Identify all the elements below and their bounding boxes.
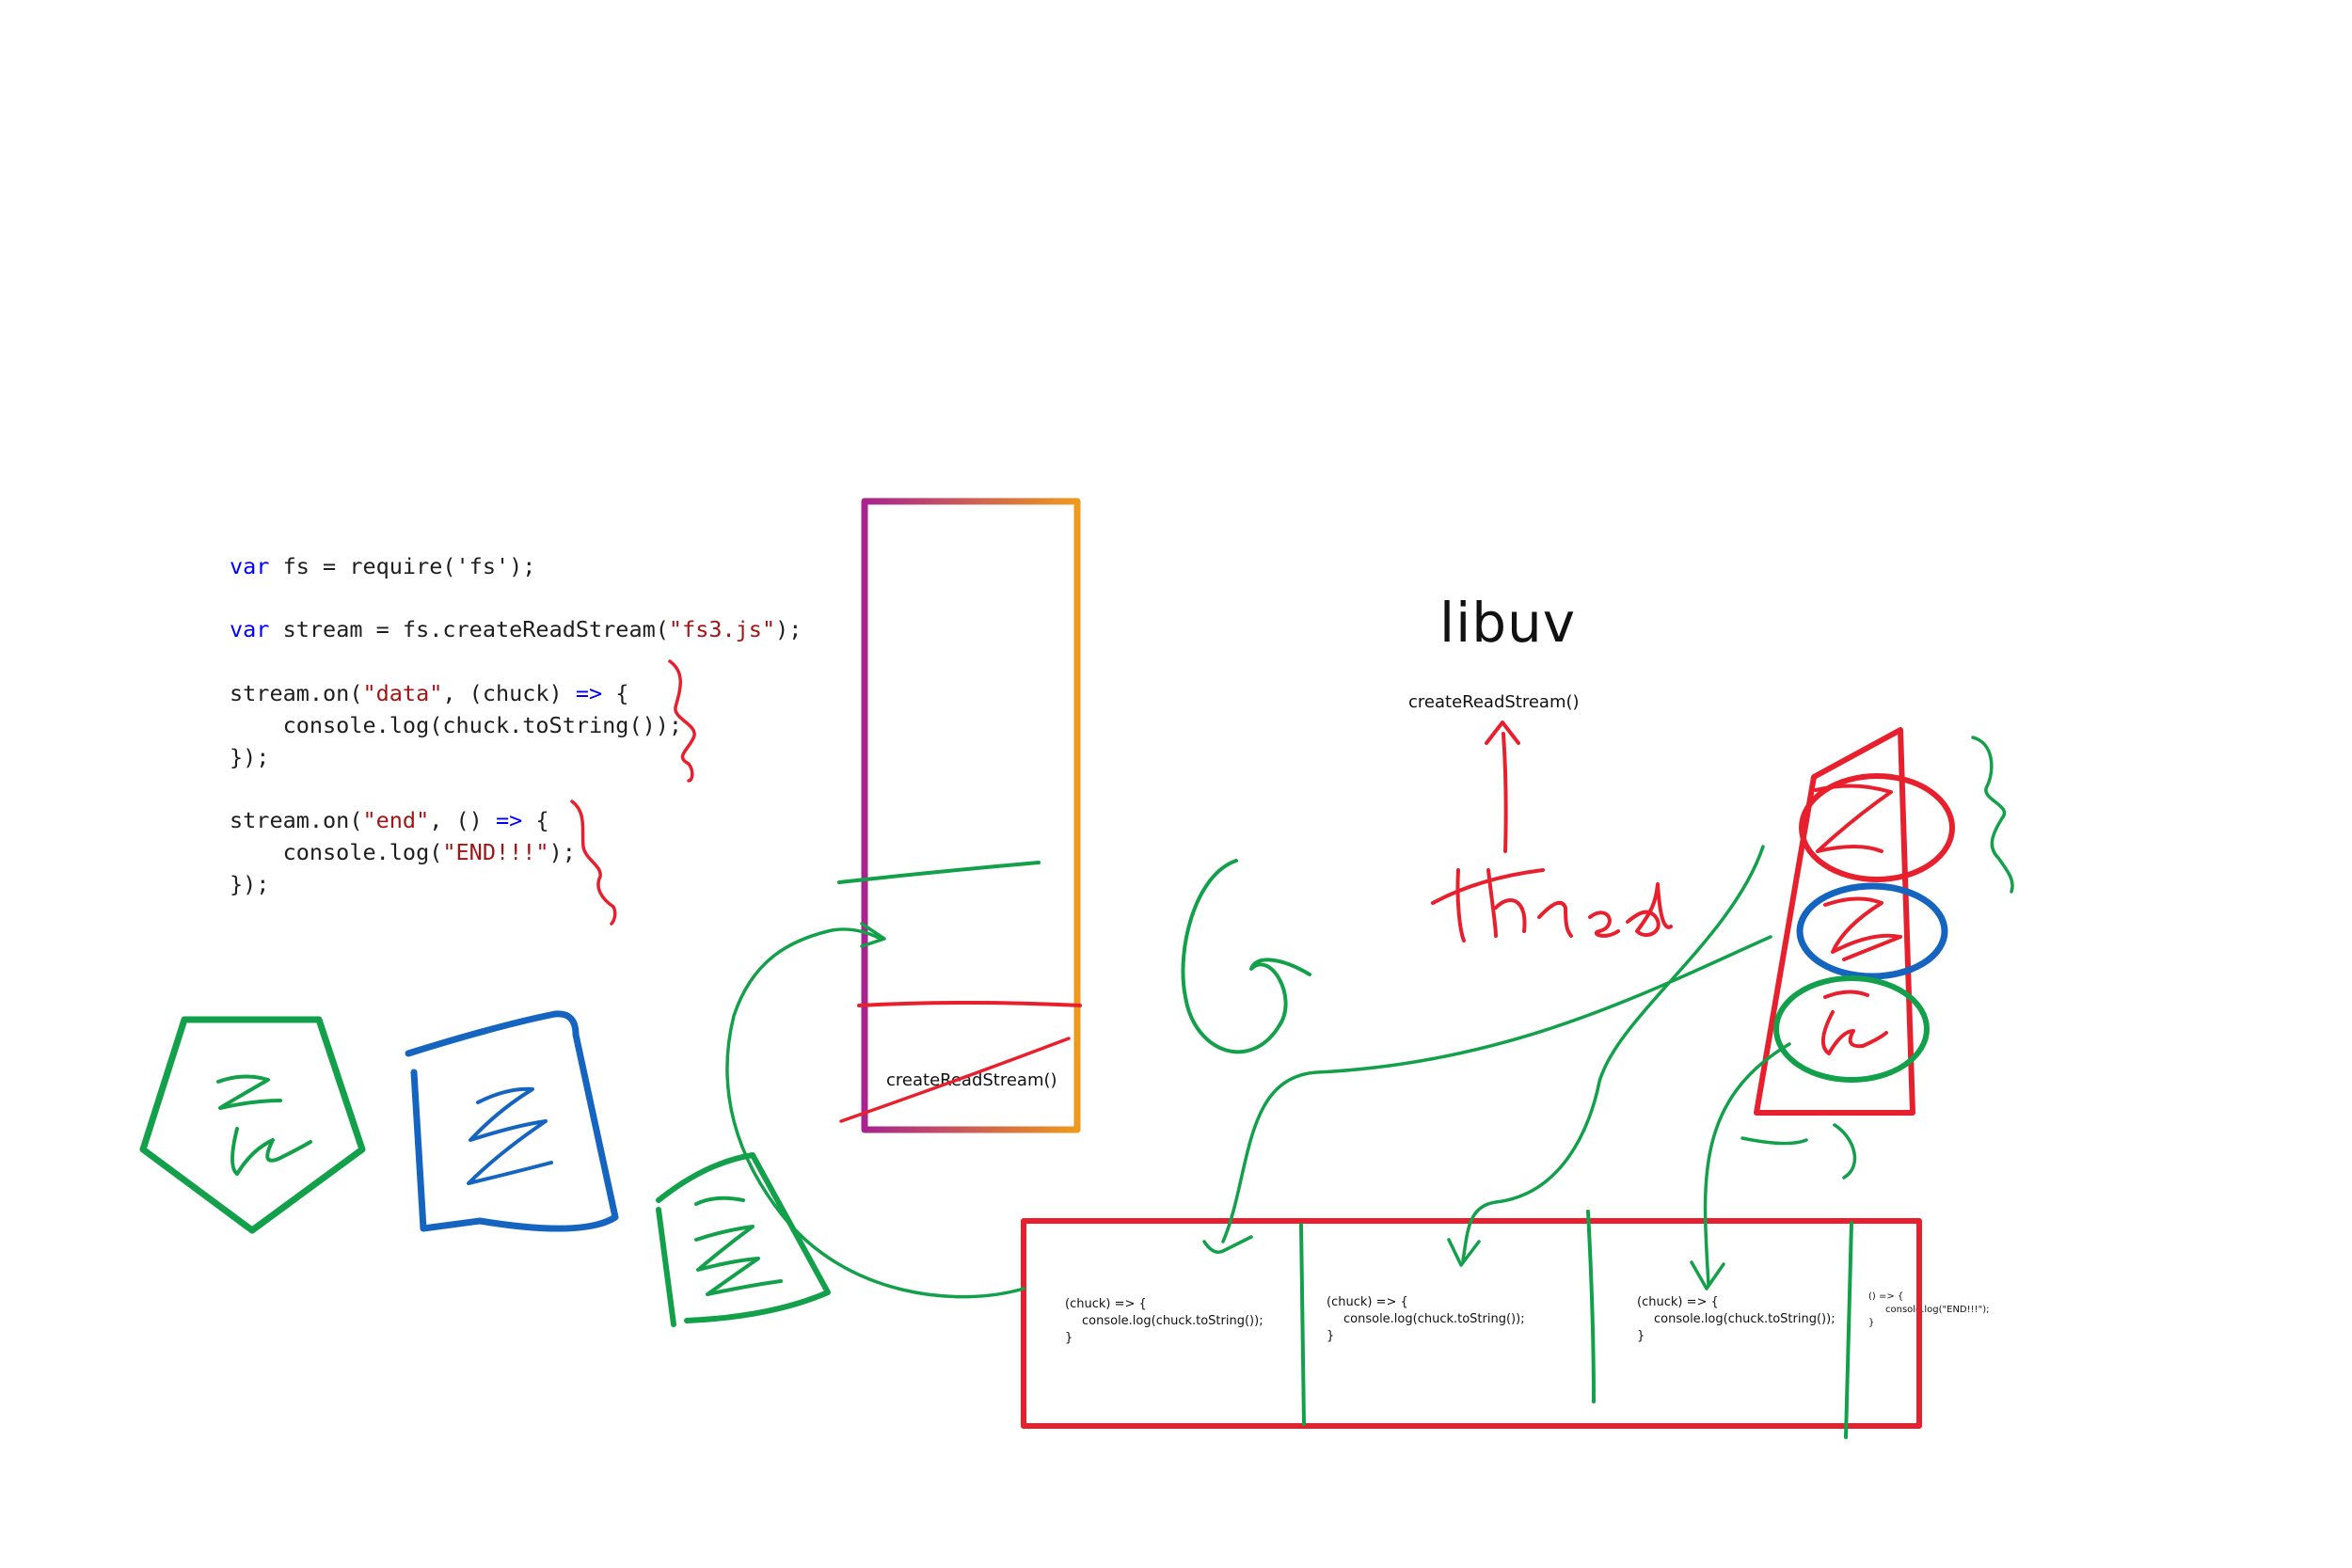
worker-thread-2-circle xyxy=(1796,882,1948,980)
code-text: fs = require('fs'); xyxy=(269,553,536,579)
callback-close: } xyxy=(1637,1329,1645,1343)
pentagon-scribble xyxy=(216,1074,312,1176)
string-literal: "end" xyxy=(362,807,430,833)
call-stack-box xyxy=(861,498,1081,1133)
string-literal: "fs3.js" xyxy=(668,616,776,642)
worker-3-scribble xyxy=(1821,990,1888,1055)
queue-divider-3 xyxy=(1844,1221,1853,1439)
worker-2-scribble xyxy=(1823,896,1902,961)
code-line-5: }); xyxy=(230,744,270,770)
thread-pool-column xyxy=(1754,727,1915,1116)
code-text: stream.on( xyxy=(230,807,363,833)
thread-pool-brace xyxy=(1971,736,2014,894)
blue-card-scribble xyxy=(467,1086,553,1185)
callback-body: console.log(chuck.toString()); xyxy=(1343,1312,1525,1326)
code-text: , (chuck) xyxy=(442,680,576,706)
arrow-head xyxy=(860,922,886,948)
arrow-operator: => xyxy=(495,807,523,833)
arrow-head xyxy=(1447,1238,1481,1267)
stack-strike-red xyxy=(839,1037,1071,1123)
code-line-2: var stream = fs.createReadStream("fs3.js… xyxy=(230,614,802,645)
libuv-label: libuv xyxy=(1439,591,1577,655)
callback-head: (chuck) => { xyxy=(1637,1295,1719,1309)
thread-pool-arrow xyxy=(1740,1123,1857,1180)
code-text: , () xyxy=(429,807,496,833)
code-line-4: console.log(chuck.toString()); xyxy=(230,712,683,738)
code-text: ); xyxy=(775,616,803,642)
callback-close: } xyxy=(1868,1318,1875,1328)
arrow-operator: => xyxy=(575,680,603,706)
queue-divider-1 xyxy=(1299,1223,1306,1426)
callback-close: } xyxy=(1065,1331,1073,1345)
thread-arrow-head xyxy=(1485,721,1520,745)
callback-body: console.log("END!!!"); xyxy=(1885,1305,1990,1315)
code-line-6: stream.on("end", () => { xyxy=(230,805,549,836)
libuv-call-label: createReadStream() xyxy=(1408,692,1580,712)
code-text: console.log( xyxy=(230,839,443,865)
thread-up-arrow xyxy=(1502,732,1508,853)
thread-handwriting xyxy=(1431,868,1673,942)
string-literal: "data" xyxy=(362,680,443,706)
green-pentagon-callback xyxy=(139,1016,366,1234)
keyword: var xyxy=(230,553,270,579)
green-card-scribble xyxy=(694,1196,783,1296)
arrow-head xyxy=(1690,1260,1725,1291)
queue-slot-2-text: (chuck) => { console.log(chuck.toString()… xyxy=(1327,1294,1525,1345)
keyword: var xyxy=(230,616,270,642)
worker-thread-3-circle xyxy=(1773,975,1930,1083)
code-text: ); xyxy=(548,839,576,865)
code-text: stream.on( xyxy=(230,680,363,706)
stack-divider-green xyxy=(837,861,1041,884)
code-line-8: }); xyxy=(230,871,270,897)
thread-2-to-queue-arrow xyxy=(1461,845,1765,1262)
queue-slot-3-text: (chuck) => { console.log(chuck.toString()… xyxy=(1637,1294,1836,1345)
code-text: stream = fs.createReadStream( xyxy=(269,616,669,642)
worker-thread-1-circle xyxy=(1799,773,1955,882)
code-text: { xyxy=(522,807,549,833)
thread-1-to-queue-arrow xyxy=(1221,935,1772,1243)
callback-head: (chuck) => { xyxy=(1065,1297,1147,1311)
code-text: { xyxy=(602,680,629,706)
blue-card-callback xyxy=(405,1010,619,1232)
green-card-callback xyxy=(656,1152,831,1327)
callback-body: console.log(chuck.toString()); xyxy=(1082,1314,1263,1328)
queue-slot-1-text: (chuck) => { console.log(chuck.toString()… xyxy=(1065,1296,1263,1347)
end-handler-brace xyxy=(570,800,617,926)
callback-body: console.log(chuck.toString()); xyxy=(1654,1312,1836,1326)
event-loop-arrow xyxy=(1181,859,1311,1054)
callback-head: () => { xyxy=(1868,1291,1904,1302)
call-stack-frame-label: createReadStream() xyxy=(886,1070,1057,1090)
code-line-3: stream.on("data", (chuck) => { xyxy=(230,678,628,709)
queue-divider-2 xyxy=(1586,1210,1596,1403)
arrow-head xyxy=(1202,1235,1253,1254)
code-line-7: console.log("END!!!"); xyxy=(230,837,576,868)
string-literal: "END!!!" xyxy=(442,839,549,865)
queue-slot-4-text: () => { console.log("END!!!");} xyxy=(1868,1291,1990,1330)
callback-head: (chuck) => { xyxy=(1327,1295,1408,1309)
thread-3-to-queue-arrow xyxy=(1703,1042,1791,1287)
stack-divider-red xyxy=(857,1001,1082,1007)
callback-close: } xyxy=(1327,1329,1335,1343)
data-handler-brace xyxy=(668,659,696,783)
queue-to-stack-arrow xyxy=(725,927,1025,1299)
code-line-1: var fs = require('fs'); xyxy=(230,551,535,582)
worker-1-scribble xyxy=(1814,784,1893,853)
